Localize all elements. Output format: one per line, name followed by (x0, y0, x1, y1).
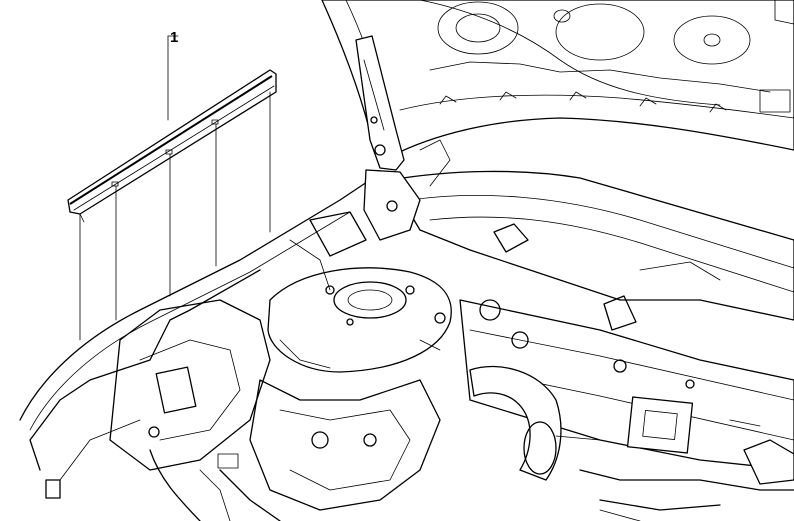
leader-lines (79, 35, 271, 341)
cowl-seal-part-1 (67, 69, 277, 223)
hood-hinge (355, 35, 405, 171)
hinge-bracket (289, 139, 451, 291)
radiator-support (459, 299, 794, 471)
strut-tower (267, 267, 452, 373)
lower-frame-rails (199, 379, 441, 521)
left-wheelhouse (109, 299, 271, 521)
callout-label-1: 1 (170, 29, 179, 46)
cowl-panel (389, 170, 794, 331)
left-fender-edge (19, 179, 371, 499)
hood-panel (321, 0, 794, 161)
lower-right-components (579, 379, 794, 521)
air-intake-duct (469, 365, 601, 481)
